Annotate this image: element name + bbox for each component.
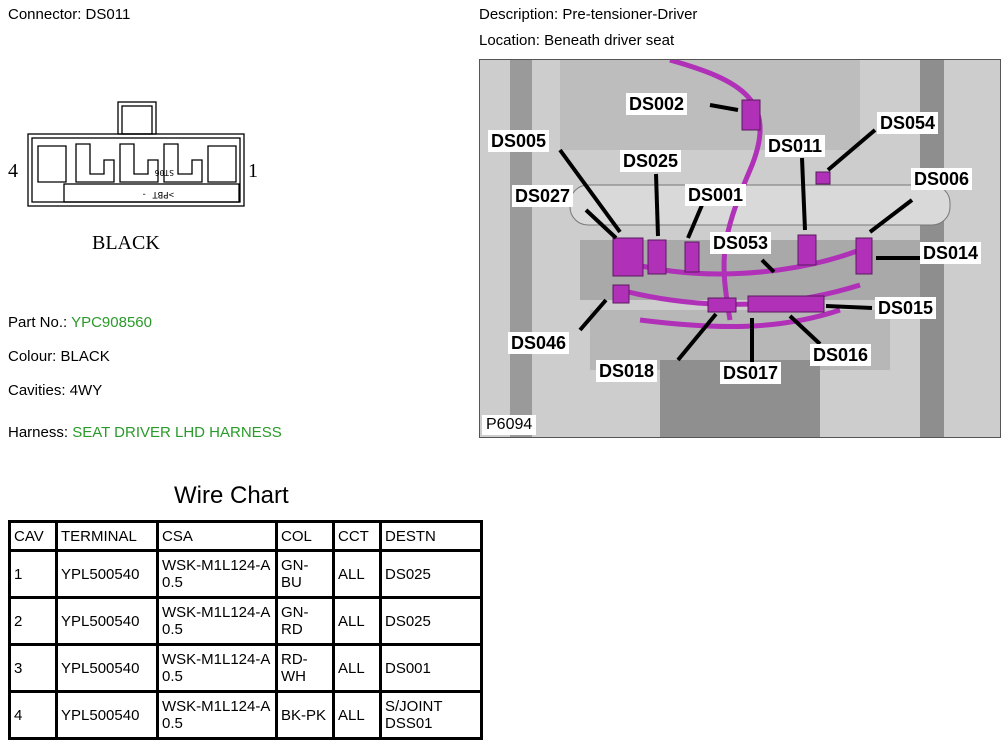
cell-terminal: YPL500540 xyxy=(55,643,159,693)
colour-value: BLACK xyxy=(60,348,110,365)
cell-destn: DS025 xyxy=(379,596,483,646)
callout-ds017: DS017 xyxy=(720,362,782,384)
callout-ds015: DS015 xyxy=(875,297,937,319)
illustration-reference: P6094 xyxy=(482,415,537,435)
connector-heading: Connector: DS011 xyxy=(8,6,130,23)
harness-line: Harness: SEAT DRIVER LHD HARNESS xyxy=(8,424,282,441)
cell-cav: 3 xyxy=(8,643,58,693)
callout-ds025: DS025 xyxy=(620,150,682,172)
cell-col: BK-PK xyxy=(275,690,335,740)
callout-ds016: DS016 xyxy=(810,344,872,366)
callout-ds005: DS005 xyxy=(488,130,550,152)
description-value: Pre-tensioner-Driver xyxy=(562,6,698,23)
colour-line: Colour: BLACK xyxy=(8,348,110,365)
description-line: Description: Pre-tensioner-Driver xyxy=(479,6,697,23)
cell-col: GN-BU xyxy=(275,549,335,599)
cell-cct: ALL xyxy=(332,690,382,740)
header-csa: CSA xyxy=(156,520,278,552)
cell-csa: WSK-M1L124-A 0.5 xyxy=(156,596,278,646)
cell-terminal: YPL500540 xyxy=(55,549,159,599)
cell-cav: 2 xyxy=(8,596,58,646)
header-destn: DESTN xyxy=(379,520,483,552)
cell-cct: ALL xyxy=(332,643,382,693)
cell-csa: WSK-M1L124-A 0.5 xyxy=(156,690,278,740)
connector-face-diagram: >PBT - ST06 xyxy=(27,101,245,207)
cell-destn: S/JOINT DSS01 xyxy=(379,690,483,740)
table-row: 1 YPL500540 WSK-M1L124-A 0.5 GN-BU ALL D… xyxy=(8,549,483,599)
harness-label: Harness: xyxy=(8,424,69,441)
connector-id: DS011 xyxy=(85,6,131,23)
location-line: Location: Beneath driver seat xyxy=(479,32,674,49)
harness-link[interactable]: SEAT DRIVER LHD HARNESS xyxy=(72,424,282,441)
svg-text:>PBT -: >PBT - xyxy=(141,189,174,199)
callout-ds046: DS046 xyxy=(508,332,570,354)
callout-ds027: DS027 xyxy=(512,185,574,207)
callout-ds006: DS006 xyxy=(911,168,973,190)
cell-cav: 1 xyxy=(8,549,58,599)
cell-cav: 4 xyxy=(8,690,58,740)
location-label: Location: xyxy=(479,32,540,49)
cavities-label: Cavities: xyxy=(8,382,66,399)
cell-csa: WSK-M1L124-A 0.5 xyxy=(156,549,278,599)
callout-ds014: DS014 xyxy=(920,242,982,264)
cell-col: GN-RD xyxy=(275,596,335,646)
cell-terminal: YPL500540 xyxy=(55,690,159,740)
callout-ds054: DS054 xyxy=(877,112,939,134)
cell-terminal: YPL500540 xyxy=(55,596,159,646)
table-row: 2 YPL500540 WSK-M1L124-A 0.5 GN-RD ALL D… xyxy=(8,596,483,646)
cell-col: RD-WH xyxy=(275,643,335,693)
wire-chart-table: CAV TERMINAL CSA COL CCT DESTN 1 YPL5005… xyxy=(8,520,483,740)
location-illustration: DS002 DS005 DS054 DS025 DS011 DS006 DS02… xyxy=(479,59,1001,438)
callout-ds011: DS011 xyxy=(765,135,826,157)
part-number-label: Part No.: xyxy=(8,314,68,331)
cell-cct: ALL xyxy=(332,596,382,646)
header-cct: CCT xyxy=(332,520,382,552)
pin-number-right: 1 xyxy=(248,160,258,182)
callout-ds001: DS001 xyxy=(685,184,747,206)
part-number-link[interactable]: YPC908560 xyxy=(71,314,152,331)
cell-csa: WSK-M1L124-A 0.5 xyxy=(156,643,278,693)
cavities-value: 4WY xyxy=(69,382,103,399)
callout-ds053: DS053 xyxy=(710,232,772,254)
connector-colour-caption: BLACK xyxy=(92,232,160,254)
part-number-line: Part No.: YPC908560 xyxy=(8,314,152,331)
cell-destn: DS001 xyxy=(379,643,483,693)
colour-label: Colour: xyxy=(8,348,57,365)
description-label: Description: xyxy=(479,6,559,23)
cell-cct: ALL xyxy=(332,549,382,599)
header-col: COL xyxy=(275,520,335,552)
header-terminal: TERMINAL xyxy=(55,520,159,552)
callout-ds002: DS002 xyxy=(626,93,688,115)
wire-chart-header-row: CAV TERMINAL CSA COL CCT DESTN xyxy=(8,520,483,552)
table-row: 3 YPL500540 WSK-M1L124-A 0.5 RD-WH ALL D… xyxy=(8,643,483,693)
connector-label: Connector: xyxy=(8,6,82,23)
cell-destn: DS025 xyxy=(379,549,483,599)
cavities-line: Cavities: 4WY xyxy=(8,382,102,399)
svg-text:ST06: ST06 xyxy=(155,168,174,177)
callout-ds018: DS018 xyxy=(596,360,658,382)
wire-chart-title: Wire Chart xyxy=(174,482,289,509)
pin-number-left: 4 xyxy=(8,160,18,182)
header-cav: CAV xyxy=(8,520,58,552)
table-row: 4 YPL500540 WSK-M1L124-A 0.5 BK-PK ALL S… xyxy=(8,690,483,740)
location-value: Beneath driver seat xyxy=(544,32,675,49)
